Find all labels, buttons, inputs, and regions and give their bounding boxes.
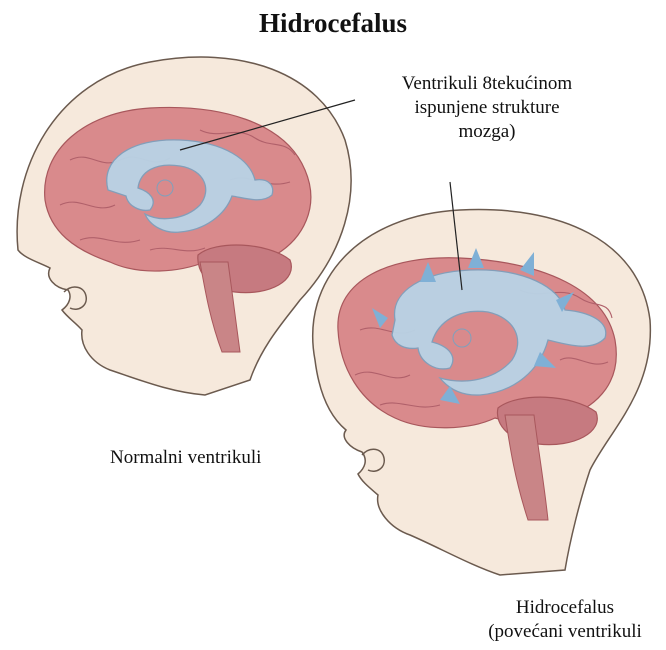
normal-head	[17, 57, 351, 395]
normal-ventricles-label: Normalni ventrikuli	[110, 446, 261, 470]
ventricle-callout: Ventrikuli 8tekućinom ispunjene struktur…	[352, 72, 622, 144]
hydro-label-line-1: Hidrocefalus	[455, 596, 666, 620]
hydrocephalus-label: Hidrocefalus (povećani ventrikuli	[455, 596, 666, 644]
callout-line-2: ispunjene strukture	[352, 96, 622, 120]
hydro-head	[313, 210, 651, 575]
callout-line-3: mozga)	[352, 120, 622, 144]
hydro-label-line-2: (povećani ventrikuli	[455, 620, 666, 644]
callout-line-1: Ventrikuli 8tekućinom	[352, 72, 622, 96]
